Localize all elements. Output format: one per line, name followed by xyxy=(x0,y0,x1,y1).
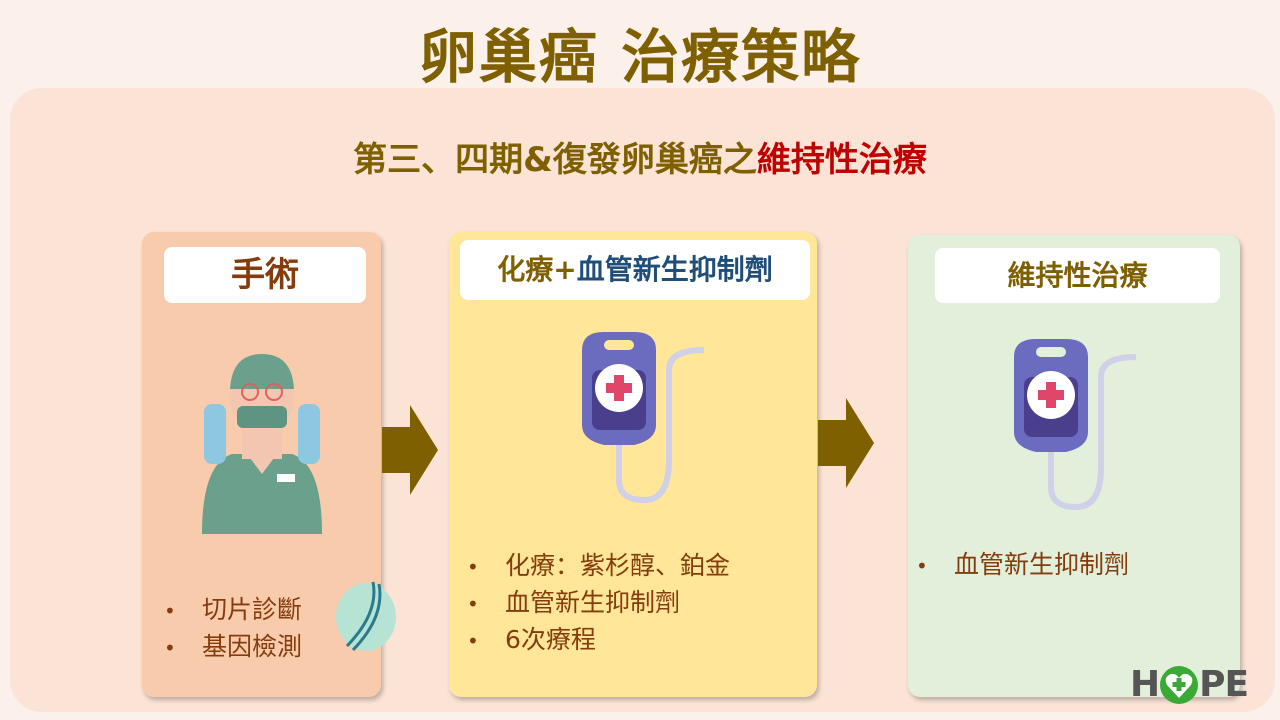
logo-h: H xyxy=(1130,664,1160,705)
card-surgery-title: 手術 xyxy=(164,247,366,303)
card-chemo: 化療+血管新生抑制劑 化療：紫杉醇、鉑金 血管新生抑制劑 6次療程 xyxy=(449,232,817,697)
list-item: 化療：紫杉醇、鉑金 xyxy=(467,548,730,585)
card-maintenance-title: 維持性治療 xyxy=(935,248,1220,303)
iv-bag-icon xyxy=(582,332,705,504)
logo-pe: PE xyxy=(1199,664,1249,705)
arrow-right-icon xyxy=(382,405,438,495)
subtitle: 第三、四期&復發卵巢癌之維持性治療 xyxy=(0,132,1280,181)
card-chemo-list: 化療：紫杉醇、鉑金 血管新生抑制劑 6次療程 xyxy=(467,548,730,659)
title-part-angiogenesis: 血管新生抑制劑 xyxy=(576,253,773,286)
list-item: 切片診斷 xyxy=(164,592,302,629)
title-part-chemo: 化療+ xyxy=(497,253,577,286)
heart-plus-icon xyxy=(1160,665,1199,704)
card-maintenance: 維持性治療 血管新生抑制劑 xyxy=(908,235,1240,697)
card-surgery-list: 切片診斷 基因檢測 xyxy=(164,592,302,666)
page-title: 卵巢癌 治療策略 xyxy=(418,23,862,91)
list-item: 血管新生抑制劑 xyxy=(916,547,1129,584)
card-maintenance-list: 血管新生抑制劑 xyxy=(916,547,1129,584)
arrow-right-icon xyxy=(818,398,874,488)
subtitle-highlight: 維持性治療 xyxy=(756,140,927,180)
list-item: 基因檢測 xyxy=(164,629,302,666)
dna-icon xyxy=(336,581,396,652)
card-surgery: 手術 切片診斷 基因檢測 xyxy=(142,232,396,697)
surgeon-icon xyxy=(202,354,322,534)
card-chemo-title: 化療+血管新生抑制劑 xyxy=(460,240,810,300)
iv-bag-icon xyxy=(1014,339,1137,511)
hope-logo: H PE xyxy=(1130,664,1249,705)
list-item: 血管新生抑制劑 xyxy=(467,585,730,622)
list-item: 6次療程 xyxy=(467,622,730,659)
subtitle-prefix: 第三、四期&復發卵巢癌之 xyxy=(353,140,757,180)
